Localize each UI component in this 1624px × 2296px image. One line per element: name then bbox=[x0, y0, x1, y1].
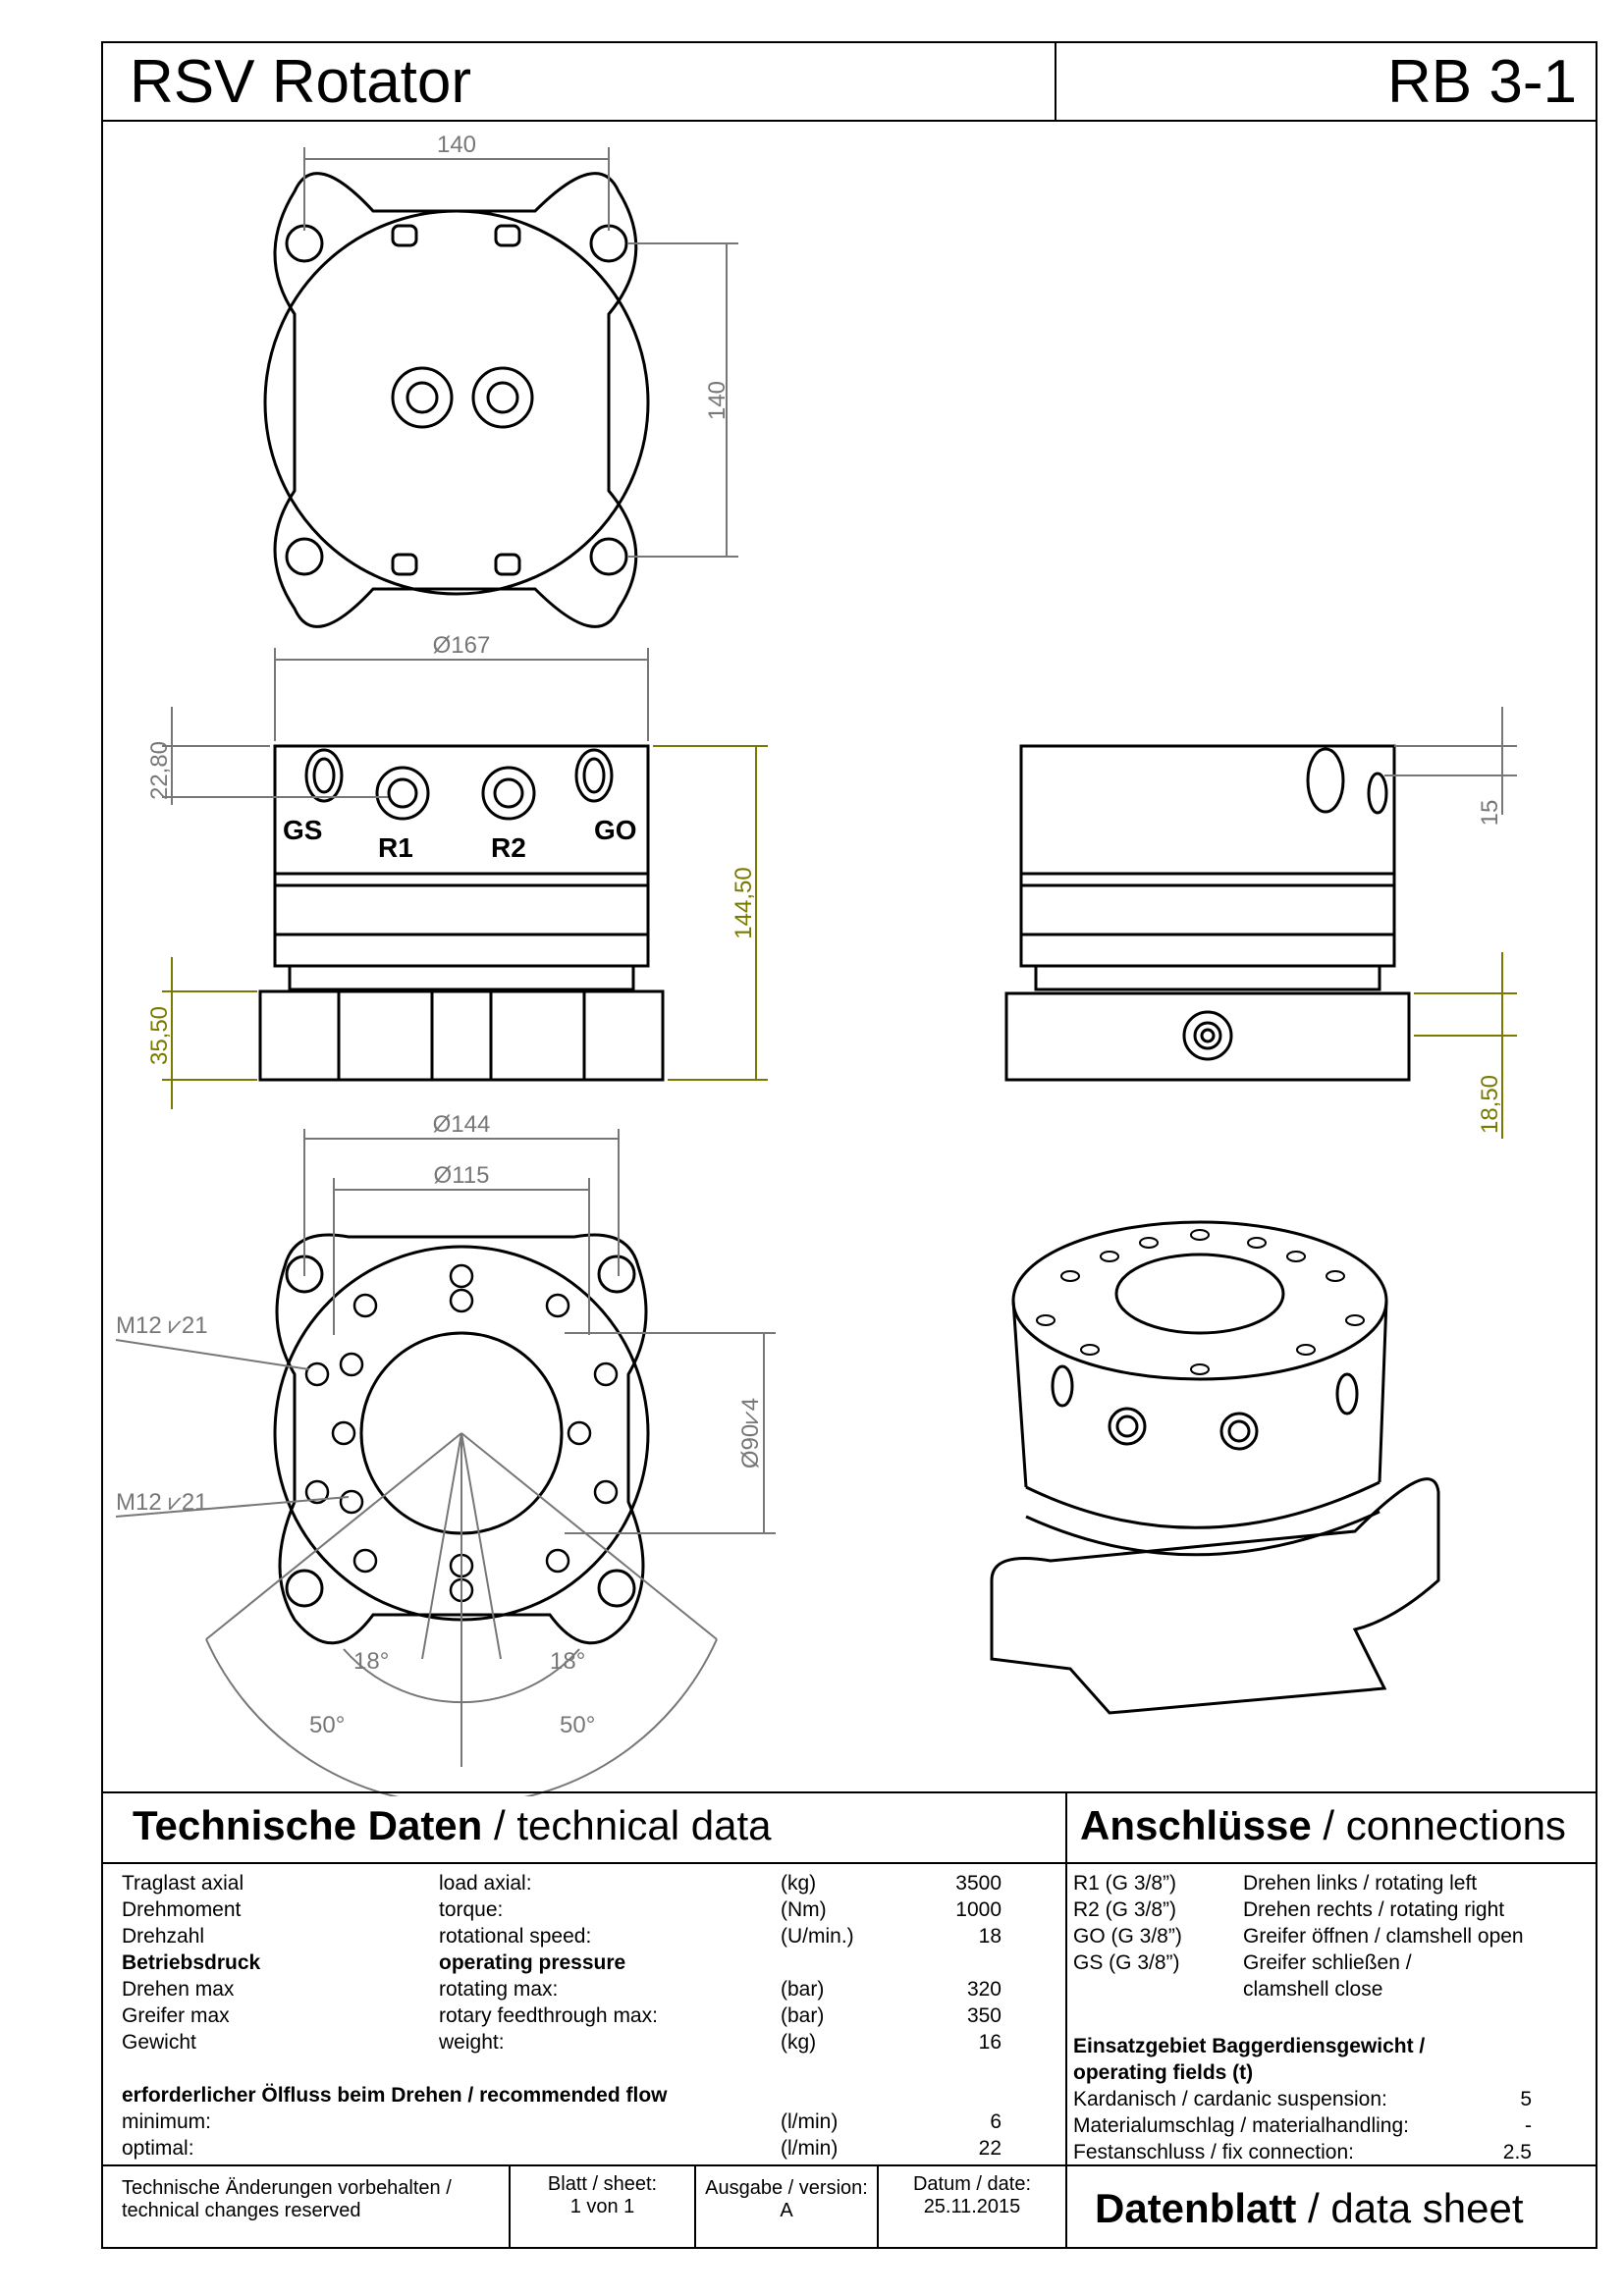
technical-drawing: 140 140 Ø167 22,80 144,50 35,50 15 18,50… bbox=[115, 132, 1517, 1796]
tech-label-de: Drehmoment bbox=[122, 1898, 242, 1921]
tech-label-de: Drehen max bbox=[122, 1978, 235, 2001]
connection-description: Greifer öffnen / clamshell open bbox=[1243, 1925, 1524, 1948]
model-number: RB 3-1 bbox=[1387, 48, 1577, 116]
dim-dia-115: Ø115 bbox=[434, 1162, 490, 1189]
connection-port: R1 (G 3/8”) bbox=[1073, 1872, 1177, 1895]
dim-22-80: 22,80 bbox=[146, 741, 173, 800]
tech-unit: (kg) bbox=[781, 2031, 817, 2054]
tech-value: 1000 bbox=[955, 1898, 1001, 1921]
dim-angle-18-right: 18° bbox=[550, 1648, 585, 1675]
dim-top-height: 140 bbox=[704, 381, 731, 420]
tech-label-de: Drehzahl bbox=[122, 1925, 205, 1948]
tech-label-de: Gewicht bbox=[122, 2031, 196, 2054]
tech-value: 3500 bbox=[955, 1872, 1001, 1895]
title-vdivider bbox=[1055, 41, 1056, 120]
port-label-gs: GS bbox=[283, 815, 322, 845]
tech-value: 320 bbox=[966, 1978, 1001, 2001]
connection-description: clamshell close bbox=[1243, 1978, 1383, 2001]
dim-35-50: 35,50 bbox=[146, 1006, 173, 1065]
footer-vdivider-3 bbox=[877, 2164, 879, 2249]
flow-unit: (l/min) bbox=[781, 2137, 839, 2160]
sheet-box: Blatt / sheet:1 von 1 bbox=[547, 2173, 658, 2217]
tech-label-en: operating pressure bbox=[439, 1951, 626, 1974]
tech-label-en: weight: bbox=[439, 2031, 505, 2054]
title-divider bbox=[101, 120, 1597, 122]
connection-port: R2 (G 3/8”) bbox=[1073, 1898, 1177, 1921]
tech-label-en: rotational speed: bbox=[439, 1925, 592, 1948]
tech-unit: (Nm) bbox=[781, 1898, 827, 1921]
connection-description: Drehen links / rotating left bbox=[1243, 1872, 1478, 1895]
version-box: Ausgabe / version:A bbox=[705, 2177, 868, 2221]
flow-label: optimal: bbox=[122, 2137, 194, 2160]
tech-value: 16 bbox=[978, 2031, 1001, 2054]
datasheet-label: Datenblatt / data sheet bbox=[1095, 2185, 1524, 2231]
dim-15: 15 bbox=[1477, 800, 1503, 827]
footer-vdivider-1 bbox=[509, 2164, 511, 2249]
flow-value: 22 bbox=[978, 2137, 1001, 2160]
tech-unit: (kg) bbox=[781, 1872, 817, 1895]
tech-label-en: torque: bbox=[439, 1898, 504, 1921]
tech-data-heading: Technische Daten / technical data bbox=[133, 1802, 772, 1848]
tech-unit: (bar) bbox=[781, 1978, 825, 2001]
tech-value: 18 bbox=[978, 1925, 1001, 1948]
side-view bbox=[1004, 744, 1411, 1082]
tech-label-de: Greifer max bbox=[122, 2004, 230, 2027]
footer-vdivider-2 bbox=[694, 2164, 696, 2249]
connections-heading: Anschlüsse / connections bbox=[1080, 1802, 1566, 1848]
flow-unit: (l/min) bbox=[781, 2110, 839, 2133]
tech-label-en: load axial: bbox=[439, 1872, 532, 1895]
dim-thread-1: M12 ⩗21 bbox=[116, 1312, 208, 1339]
dim-dia-144: Ø144 bbox=[433, 1111, 491, 1138]
tech-value: 350 bbox=[966, 2004, 1001, 2027]
fields-heading: Einsatzgebiet Baggerdiensgewicht / bbox=[1073, 2035, 1426, 2057]
footer-divider bbox=[101, 2164, 1597, 2166]
connection-description: Greifer schließen / bbox=[1243, 1951, 1412, 1974]
tech-label-en: rotary feedthrough max: bbox=[439, 2004, 658, 2027]
drawing-frame bbox=[101, 41, 1597, 2249]
tech-unit: (U/min.) bbox=[781, 1925, 854, 1948]
isometric-view bbox=[990, 1220, 1440, 1715]
tech-label-en: rotating max: bbox=[439, 1978, 559, 2001]
dim-angle-50-right: 50° bbox=[560, 1712, 595, 1738]
port-label-r1: R1 bbox=[378, 832, 413, 863]
page-title: RSV Rotator bbox=[130, 48, 472, 116]
field-label: Materialumschlag / materialhandling: bbox=[1073, 2114, 1409, 2137]
flow-label: minimum: bbox=[122, 2110, 212, 2133]
flow-value: 6 bbox=[990, 2110, 1001, 2133]
dim-angle-18-left: 18° bbox=[353, 1648, 389, 1675]
tech-unit: (bar) bbox=[781, 2004, 825, 2027]
dim-dia-90: Ø90⩗4 bbox=[737, 1398, 764, 1468]
connection-port: GO (G 3/8”) bbox=[1073, 1925, 1182, 1948]
dim-thread-2: M12 ⩗21 bbox=[116, 1489, 208, 1516]
date-box: Datum / date:25.11.2015 bbox=[912, 2173, 1032, 2217]
data-section-top bbox=[101, 1791, 1597, 1793]
front-view bbox=[258, 744, 665, 1082]
connection-description: Drehen rechts / rotating right bbox=[1243, 1898, 1505, 1921]
data-heading-divider bbox=[101, 1862, 1597, 1864]
tech-label-de: Traglast axial bbox=[122, 1872, 244, 1895]
dim-top-width: 140 bbox=[437, 132, 476, 158]
field-value: 2.5 bbox=[1502, 2141, 1532, 2163]
field-label: Kardanisch / cardanic suspension: bbox=[1073, 2088, 1387, 2110]
dim-angle-50-left: 50° bbox=[309, 1712, 345, 1738]
changes-note: Technische Änderungen vorbehalten /techn… bbox=[122, 2177, 452, 2221]
top-view bbox=[263, 172, 650, 628]
tech-label-de: Betriebsdruck bbox=[122, 1951, 261, 1974]
flow-heading: erforderlicher Ölfluss beim Drehen / rec… bbox=[122, 2084, 668, 2107]
dim-144-50: 144,50 bbox=[731, 867, 757, 938]
port-label-go: GO bbox=[594, 815, 637, 845]
field-value: 5 bbox=[1520, 2088, 1532, 2110]
field-label: Festanschluss / fix connection: bbox=[1073, 2141, 1354, 2163]
bottom-view bbox=[273, 1233, 650, 1645]
dim-18-50: 18,50 bbox=[1477, 1075, 1503, 1134]
port-label-r2: R2 bbox=[491, 832, 526, 863]
field-value: - bbox=[1525, 2114, 1532, 2137]
data-section-vdivider bbox=[1065, 1791, 1067, 2249]
connection-port: GS (G 3/8”) bbox=[1073, 1951, 1180, 1974]
dim-dia-167: Ø167 bbox=[433, 632, 491, 659]
fields-heading: operating fields (t) bbox=[1073, 2061, 1254, 2084]
